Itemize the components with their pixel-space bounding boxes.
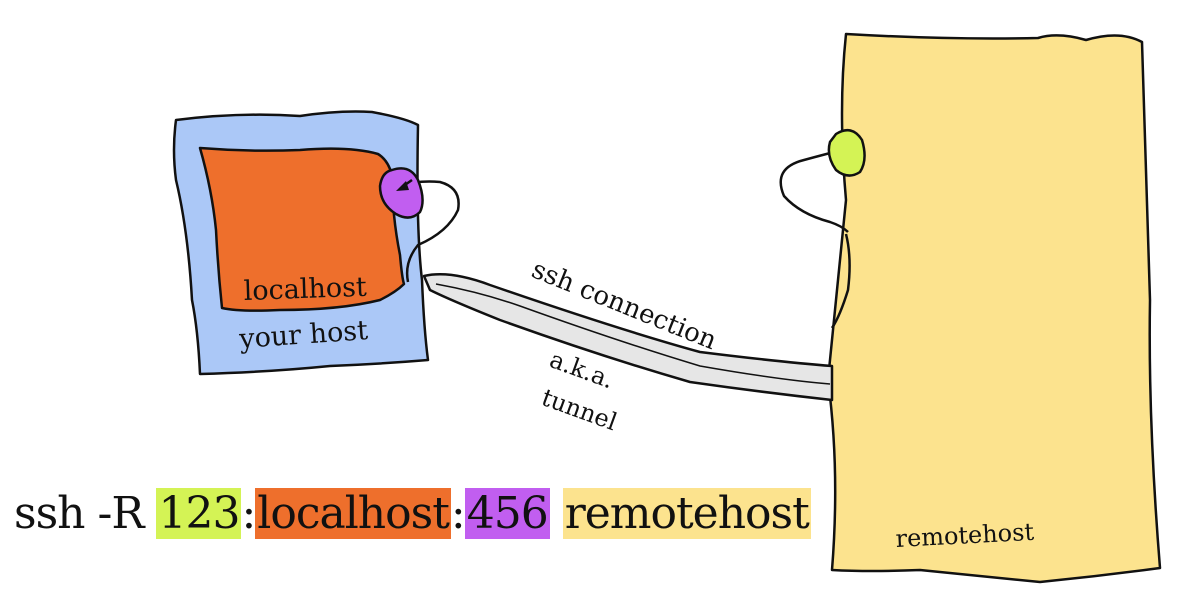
ssh-command: ssh -R 123:localhost:456 remotehost	[14, 484, 811, 544]
remote-loop-line	[779, 148, 851, 329]
tunnel-inner-line	[435, 283, 831, 385]
local-port-arrowhead	[396, 181, 409, 191]
remote-port-highlight: 123	[156, 488, 242, 539]
sep-1: :	[241, 488, 256, 539]
remote-port-blob	[827, 128, 866, 177]
local-loop-line	[399, 180, 460, 283]
local-port-highlight: 456	[464, 488, 550, 539]
space	[550, 488, 563, 539]
sep-2: :	[450, 488, 466, 539]
localhost-box	[198, 146, 406, 312]
remote-host-highlight: remotehost	[562, 488, 811, 539]
localhost-label: localhost	[243, 272, 367, 307]
remotehost-box	[826, 32, 1162, 584]
command-prefix: ssh -R	[14, 488, 157, 539]
tunnel-band	[422, 273, 834, 402]
target-host-highlight: localhost	[255, 488, 451, 539]
